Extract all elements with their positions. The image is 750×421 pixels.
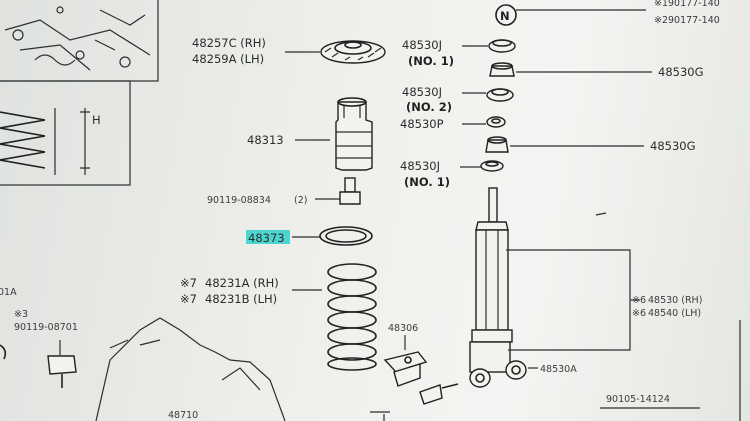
spring-mark-1: ※7 <box>180 276 197 290</box>
upper-mount-part: 48257C (RH) 48259A (LH) <box>192 36 386 66</box>
shock-absorber-stack: 48530J (NO. 1) 48530G 48530J (NO. 2) 485… <box>400 38 741 421</box>
retainer-top-label: 48530G <box>658 65 704 79</box>
insulator-highlight <box>246 230 290 244</box>
washer-label: 48530P <box>400 117 444 131</box>
lower-left-bolt-label: 90119-08701 <box>14 322 78 333</box>
n-circle-icon <box>495 4 517 26</box>
absorber-label-rh: 48530 (RH) <box>648 295 702 306</box>
insulator-label: 48373 <box>248 231 285 245</box>
cushion-no1-top-code: 48530J <box>402 38 442 52</box>
bottom-label: 48710 <box>168 410 198 421</box>
top-right-callouts: N ※1 90177-140 ※2 90177-140 <box>495 0 720 26</box>
spring-label-lh: 48231B (LH) <box>205 292 277 306</box>
spring-label-rh: 48231A (RH) <box>205 276 279 290</box>
cushion-no1-lower-spec: (NO. 1) <box>404 175 450 189</box>
absorber-label-lh: 48540 (LH) <box>648 308 701 319</box>
absorber-mark-1: ※6 <box>632 295 646 306</box>
n-symbol: N <box>500 9 510 23</box>
top-right-label-2: 90177-140 <box>668 15 720 26</box>
top-right-label-1: 90177-140 <box>668 0 720 9</box>
cushion-no2-code: 48530J <box>402 85 442 99</box>
bolt-part: 90119-08834 (2) <box>207 177 361 206</box>
dimension-label-h: H <box>92 113 101 127</box>
bottom-right-partial-label: 90105-14124 <box>606 394 670 405</box>
cushion-no1-lower-code: 48530J <box>400 159 440 173</box>
upper-mount-label-lh: 48259A (LH) <box>192 52 264 66</box>
cushion-no1-top-spec: (NO. 1) <box>408 54 454 68</box>
bolt-label: 90119-08834 <box>207 195 271 206</box>
inset-detail-box: H <box>0 0 159 186</box>
bolt-qty: (2) <box>294 195 307 206</box>
absorber-mark-2: ※6 <box>632 308 646 319</box>
lower-left-partial-code: 01A <box>0 287 17 298</box>
lower-left-callouts: 01A ※3 90119-08701 48710 <box>0 287 286 421</box>
bracket-label: 48306 <box>388 323 418 334</box>
top-right-mark-2: ※2 <box>654 15 668 26</box>
lower-left-mark: ※3 <box>14 309 28 320</box>
bracket-part: 48306 <box>383 323 459 405</box>
upper-mount-label-rh: 48257C (RH) <box>192 36 266 50</box>
bump-stopper-part: 48313 <box>247 97 373 171</box>
retainer-lower-label: 48530G <box>650 139 696 153</box>
insulator-part: 48373 <box>246 226 373 246</box>
spring-mark-2: ※7 <box>180 292 197 306</box>
top-right-mark-1: ※1 <box>654 0 668 9</box>
coil-spring-part: ※7 48231A (RH) ※7 48231B (LH) <box>180 263 377 371</box>
bumper-label: 48313 <box>247 133 284 147</box>
cushion-no2-spec: (NO. 2) <box>406 100 452 114</box>
lower-bushing-label: 48530A <box>540 364 577 375</box>
